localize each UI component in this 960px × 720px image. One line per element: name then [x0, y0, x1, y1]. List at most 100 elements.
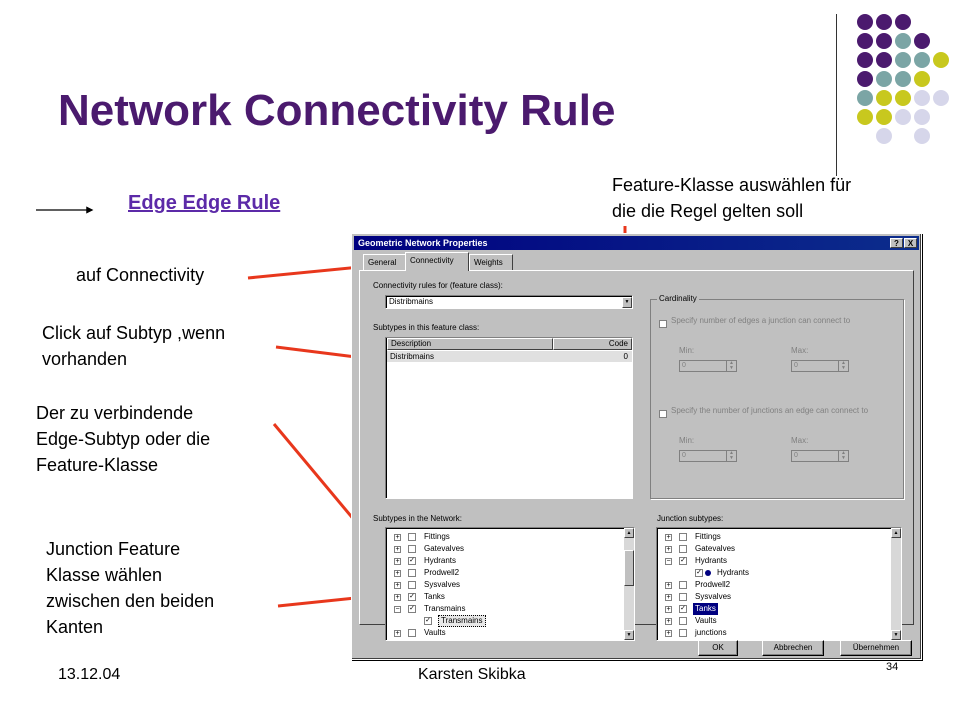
expand-icon[interactable]: + [665, 546, 672, 553]
spin-arrows-icon[interactable]: ▲▼ [726, 451, 736, 461]
tab-weights[interactable]: Weights [469, 254, 513, 270]
decor-dot [933, 52, 949, 68]
tree-item-checkbox[interactable]: ✓ [408, 605, 416, 613]
expand-icon[interactable]: + [394, 594, 401, 601]
cancel-button[interactable]: Abbrechen [762, 640, 824, 656]
spin-arrows-icon[interactable]: ▲▼ [838, 451, 848, 461]
tree-item-checkbox[interactable] [679, 617, 687, 625]
column-header-description[interactable]: Description [387, 338, 553, 350]
expand-icon[interactable]: + [665, 618, 672, 625]
tree-item-checkbox[interactable] [408, 533, 416, 541]
tree-item[interactable]: +junctions [657, 627, 893, 639]
network-tree-scrollbar[interactable]: ▲ ▼ [624, 528, 634, 640]
tree-item[interactable]: +Vaults [386, 627, 622, 639]
spin-arrows-icon[interactable]: ▲▼ [838, 361, 848, 371]
tree-item[interactable]: −✓ Transmains [386, 603, 622, 615]
tree-item-checkbox[interactable]: ✓ [408, 557, 416, 565]
expand-icon[interactable]: + [394, 546, 401, 553]
expand-icon[interactable]: + [394, 558, 401, 565]
column-header-code[interactable]: Code [553, 338, 632, 350]
tab-general[interactable]: General [363, 254, 407, 270]
tree-item-label: Transmains [424, 604, 466, 613]
scroll-up-icon[interactable]: ▲ [624, 528, 634, 538]
expand-icon[interactable]: + [665, 582, 672, 589]
cardinality-label: Cardinality [657, 294, 699, 303]
tree-item-checkbox[interactable]: ✓ [695, 569, 703, 577]
apply-button[interactable]: Übernehmen [840, 640, 912, 656]
spin-arrows-icon[interactable]: ▲▼ [726, 361, 736, 371]
tree-item-checkbox[interactable] [408, 569, 416, 577]
ok-button[interactable]: OK [698, 640, 738, 656]
tree-item-checkbox[interactable] [679, 545, 687, 553]
tree-item[interactable]: +✓Hydrants [386, 555, 622, 567]
tree-item[interactable]: +Fittings [657, 531, 893, 543]
max-spinner-2[interactable]: 0 ▲▼ [791, 450, 849, 462]
tab-connectivity[interactable]: Connectivity [405, 252, 469, 271]
tree-item-checkbox[interactable] [408, 581, 416, 589]
tree-item[interactable]: +Fittings [386, 531, 622, 543]
tree-item-checkbox[interactable]: ✓ [424, 617, 432, 625]
network-subtypes-tree[interactable]: ▲ ▼ +Fittings+Gatevalves+✓Hydrants+Prodw… [385, 527, 635, 641]
decor-dot [895, 52, 911, 68]
decor-dot [876, 52, 892, 68]
tree-item-checkbox[interactable] [679, 581, 687, 589]
help-button[interactable]: ? [890, 238, 903, 248]
tree-item[interactable]: +✓Tanks [657, 603, 893, 615]
tree-item[interactable]: ✓Transmains [386, 615, 622, 627]
scroll-thumb[interactable] [624, 550, 634, 586]
tree-item-checkbox[interactable] [679, 533, 687, 541]
scroll-down-icon[interactable]: ▼ [624, 630, 634, 640]
note-line: Klasse wählen [46, 565, 163, 585]
tree-item-label: UnionConnection [422, 639, 487, 640]
expand-icon[interactable]: + [665, 630, 672, 637]
tree-item[interactable]: +Sysvalves [386, 579, 622, 591]
tree-item[interactable]: + Sysvalves [657, 591, 893, 603]
max-spinner-1[interactable]: 0 ▲▼ [791, 360, 849, 372]
expand-icon[interactable]: + [665, 534, 672, 541]
scroll-up-icon[interactable]: ▲ [891, 528, 901, 538]
scroll-down-icon[interactable]: ▼ [891, 630, 901, 640]
tree-item-label: Hydrants [695, 556, 728, 565]
rules-dropdown[interactable]: Distribmains ▼ [385, 295, 633, 309]
tree-item-label: Sysvalves [695, 592, 732, 601]
tree-item-checkbox[interactable]: ✓ [408, 593, 416, 601]
expand-icon[interactable]: + [394, 582, 401, 589]
min-value-2: 0 [682, 452, 686, 459]
junction-count-checkbox[interactable] [659, 410, 667, 418]
tree-item-label: Gatevalves [695, 544, 736, 553]
tree-item-checkbox[interactable]: ✓ [679, 605, 687, 613]
tree-item[interactable]: + Gatevalves [657, 543, 893, 555]
tree-item[interactable]: +✓Tanks [386, 591, 622, 603]
tree-item[interactable]: ✓Hydrants [657, 567, 893, 579]
min-spinner-2[interactable]: 0 ▲▼ [679, 450, 737, 462]
tree-item[interactable]: +Prodwell2 [386, 567, 622, 579]
junction-subtypes-tree[interactable]: ▲ ▼ +Fittings+Gatevalves−✓Hydrants✓Hydra… [656, 527, 902, 641]
edge-count-checkbox[interactable] [659, 320, 667, 328]
expand-icon[interactable]: + [665, 606, 672, 613]
note-line: Junction Feature [46, 539, 181, 559]
collapse-icon[interactable]: − [394, 606, 401, 613]
expand-icon[interactable]: + [665, 594, 672, 601]
collapse-icon[interactable]: − [665, 558, 672, 565]
close-button[interactable]: X [904, 238, 917, 248]
min-spinner-1[interactable]: 0 ▲▼ [679, 360, 737, 372]
tree-item[interactable]: −✓ Hydrants [657, 555, 893, 567]
tree-item-checkbox[interactable] [679, 593, 687, 601]
tree-item[interactable]: +UnionConnection [386, 639, 622, 640]
decor-dot [876, 33, 892, 49]
expand-icon[interactable]: + [394, 630, 401, 637]
dialog-titlebar[interactable]: Geometric Network Properties ? X [354, 236, 919, 250]
tree-item[interactable]: +Gatevalves [386, 543, 622, 555]
chevron-down-icon[interactable]: ▼ [622, 297, 632, 308]
table-row[interactable]: Distribmains 0 [387, 351, 632, 362]
tree-item[interactable]: +Prodwell2 [657, 579, 893, 591]
tree-item-checkbox[interactable]: ✓ [679, 557, 687, 565]
tree-item-checkbox[interactable] [408, 629, 416, 637]
junction-tree-scrollbar[interactable]: ▲ ▼ [891, 528, 901, 640]
expand-icon[interactable]: + [394, 534, 401, 541]
tree-item-checkbox[interactable] [408, 545, 416, 553]
tree-item-checkbox[interactable] [679, 629, 687, 637]
tree-item[interactable]: +Vaults [657, 615, 893, 627]
expand-icon[interactable]: + [394, 570, 401, 577]
subtypes-table[interactable]: Description Code Distribmains 0 [385, 337, 633, 499]
